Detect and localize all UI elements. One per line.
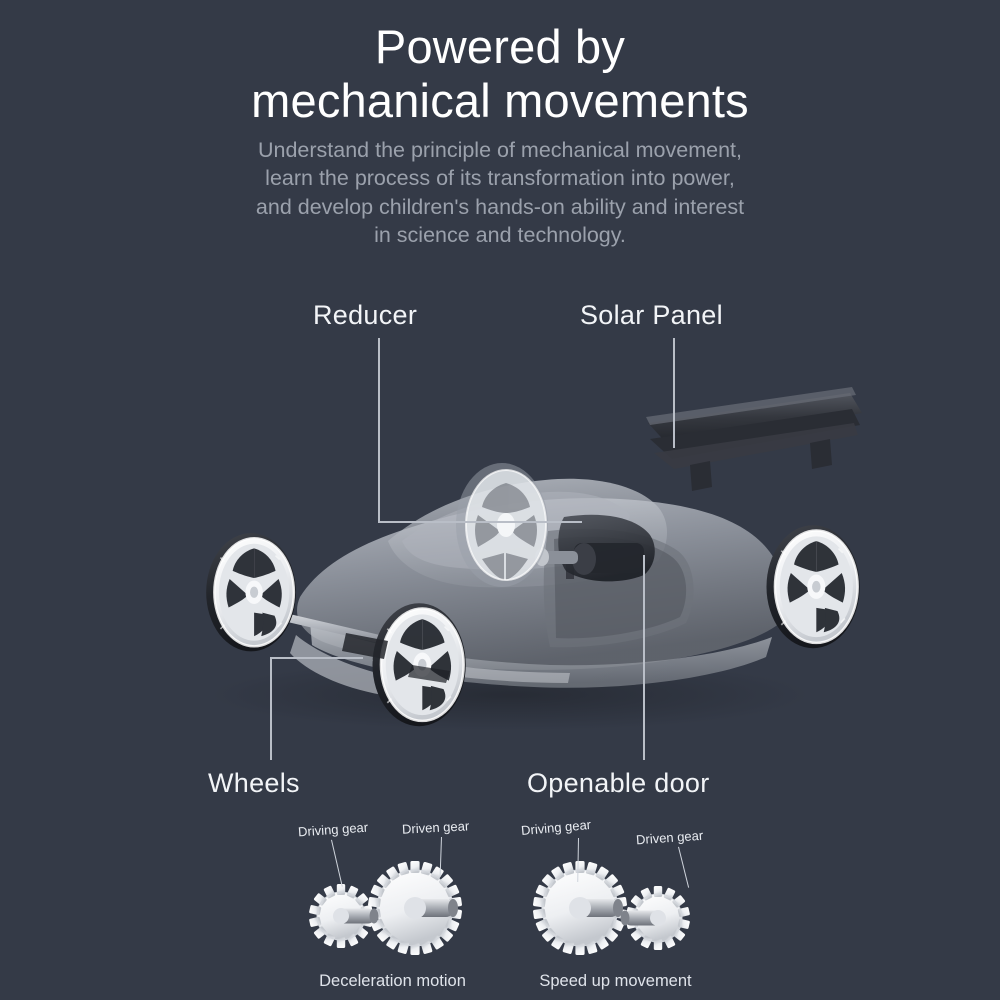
callout-label-solar-panel: Solar Panel <box>580 300 723 330</box>
motor-gearbox-part <box>535 514 655 582</box>
gear-caption-speed-up: Speed up movement <box>539 972 692 990</box>
leader-line-openable-door <box>643 555 645 760</box>
page-title-line-2: mechanical movements <box>251 73 749 127</box>
page-subtitle: Understand the principle of mechanical m… <box>0 136 1000 250</box>
reducer-gear-part <box>456 463 548 587</box>
leader-line-solar-panel <box>673 338 675 448</box>
solar-car-illustration <box>150 365 870 745</box>
wheel-rear-left <box>204 531 298 653</box>
callout-label-reducer: Reducer <box>313 300 418 330</box>
gear-label-deceleration-driving: Driving gear <box>297 819 369 840</box>
solar-panel-part <box>646 387 862 491</box>
leader-line-reducer-horizontal <box>378 521 582 523</box>
leader-line-reducer-vertical <box>378 338 380 522</box>
subtitle-line-3: and develop children's hands-on ability … <box>255 194 745 219</box>
page-title-line-1: Powered by <box>374 20 626 73</box>
gear-label-speed-up-driven: Driven gear <box>635 827 704 848</box>
driven-gear-large <box>367 861 463 955</box>
subtitle-line-1: Understand the principle of mechanical m… <box>257 137 742 162</box>
callout-label-wheels: Wheels <box>208 768 300 798</box>
driving-gear-small <box>308 884 379 948</box>
subtitle-line-4: in science and technology. <box>374 223 626 248</box>
leader-line-wheels-vertical <box>270 657 272 760</box>
gear-diagram-deceleration <box>285 850 500 960</box>
subtitle-line-2: learn the process of its transformation … <box>265 166 735 191</box>
gear-diagram-speed-up <box>508 850 723 960</box>
wheel-rear-right <box>765 523 862 650</box>
leader-line-wheels-horizontal <box>270 657 363 659</box>
wheel-front-left <box>371 601 468 728</box>
gear-label-deceleration-driven: Driven gear <box>401 818 470 837</box>
gear-caption-deceleration: Deceleration motion <box>319 972 466 990</box>
header: Powered by mechanical movements Understa… <box>0 0 1000 250</box>
callout-label-openable-door: Openable door <box>527 768 710 798</box>
driving-gear-large <box>532 861 628 955</box>
gear-label-speed-up-driving: Driving gear <box>520 816 592 839</box>
driven-gear-small <box>620 886 691 950</box>
